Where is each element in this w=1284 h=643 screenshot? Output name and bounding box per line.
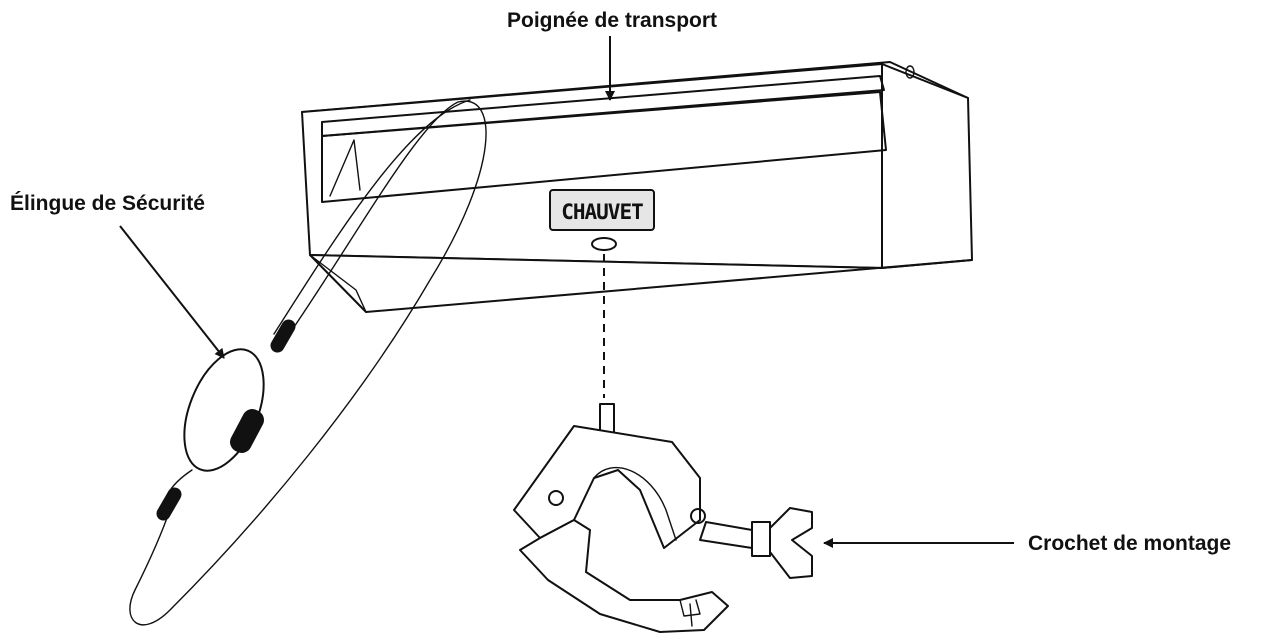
label-mounting-clamp: Crochet de montage (1028, 532, 1231, 555)
clamp-nut (752, 522, 770, 556)
clamp-jaw (520, 520, 728, 632)
mounting-clamp (514, 404, 812, 632)
label-safety-cable: Élingue de Sécurité (10, 192, 205, 215)
housing-end-face (882, 64, 972, 268)
brand-logo-text: CHAUVET (561, 200, 643, 224)
brand-logo-plate: CHAUVET (550, 190, 654, 230)
fixture-housing (302, 62, 972, 312)
clamp-threaded-shaft (700, 522, 752, 548)
cable-carabiner (169, 338, 280, 482)
label-carrying-handle: Poignée de transport (507, 9, 717, 32)
cable-ferrule-top (268, 317, 298, 355)
clamp-stud (600, 404, 614, 434)
cable-callout-arrow (120, 226, 224, 358)
cable-carabiner-lock (226, 406, 267, 457)
cable-ferrule-bottom (154, 485, 184, 523)
clamp-wing-nut (770, 508, 812, 578)
